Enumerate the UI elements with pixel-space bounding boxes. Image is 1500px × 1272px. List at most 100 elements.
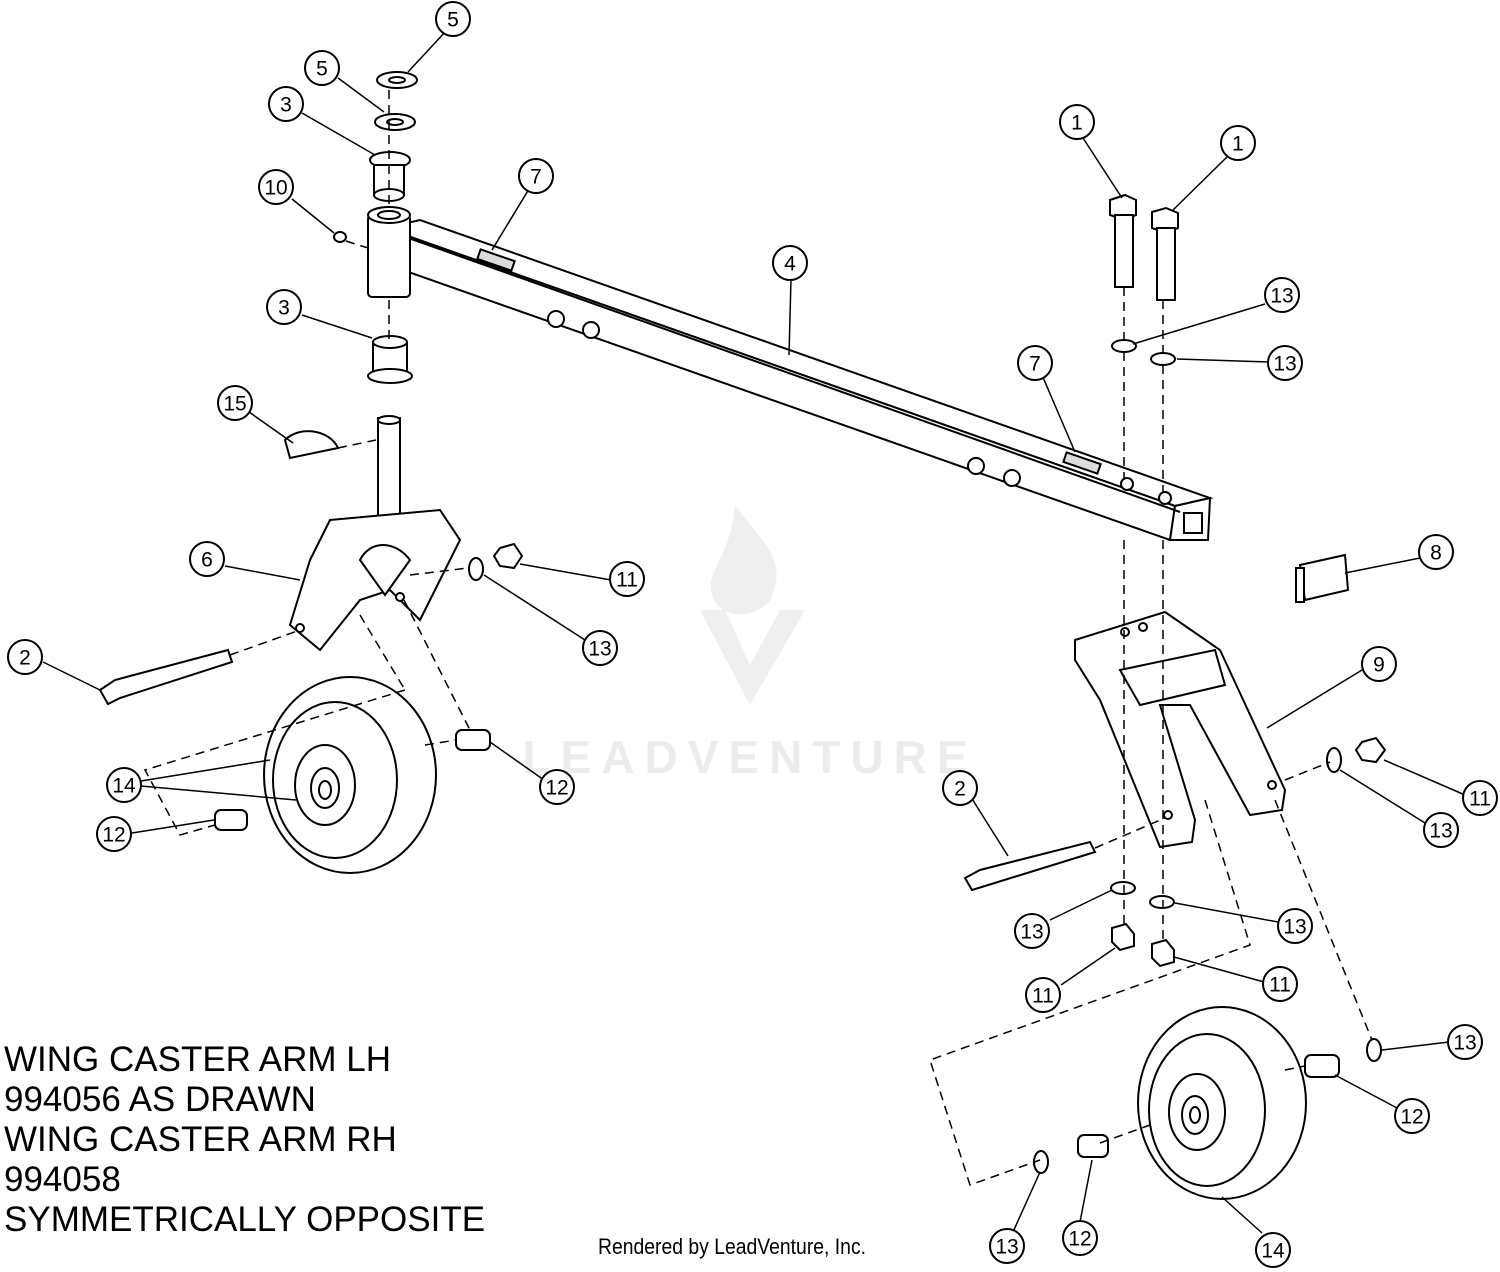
callout-circle [1361, 646, 1397, 682]
callout-circle [1267, 345, 1303, 381]
callout-circle [1220, 125, 1256, 161]
callout-circle [1418, 534, 1454, 570]
rh-caster-fork [1074, 610, 1287, 849]
callout-circle [1447, 1024, 1483, 1060]
callout-label: 9 [1373, 654, 1385, 677]
lh-spacer-left [214, 809, 248, 831]
callout-circle [96, 816, 132, 852]
caption-line: 994056 AS DRAWN [4, 1080, 316, 1119]
watermark-text: LEADVENTURE [522, 731, 978, 783]
callout-circle [1017, 345, 1053, 381]
leader-lines [42, 30, 1466, 1234]
vertical-bolts [1109, 193, 1179, 301]
callout-circle [1025, 977, 1061, 1013]
callout-label: 7 [1029, 353, 1041, 376]
pivot-sleeve [367, 206, 411, 298]
callout-label: 12 [1068, 1228, 1091, 1251]
lh-bolt [98, 648, 234, 706]
lh-nut-washer [468, 542, 524, 581]
callout-circle [1059, 104, 1095, 140]
callout-label: 11 [616, 569, 638, 592]
callout-label: 13 [1429, 820, 1452, 843]
hair-pin-clip [283, 430, 340, 460]
callout-circle [582, 630, 618, 666]
rh-wheel [1137, 1006, 1307, 1200]
callout-label: 13 [1270, 285, 1293, 308]
callout-circle [942, 770, 978, 806]
callout-circle [1462, 780, 1498, 816]
callout-circle [518, 158, 554, 194]
callout-label: 13 [995, 1236, 1018, 1259]
part-geometry [98, 71, 1387, 1200]
callout-label: 15 [223, 393, 246, 416]
caption-line: SYMMETRICALLY OPPOSITE [4, 1200, 486, 1239]
caption-block: WING CASTER ARM LH 994056 AS DRAWN WING … [4, 1040, 485, 1240]
callout-label: 14 [112, 775, 136, 798]
caption-line: WING CASTER ARM RH [4, 1120, 397, 1159]
callout-circle [7, 639, 43, 675]
callout-label: 11 [1469, 788, 1491, 811]
callout-circle [1264, 277, 1300, 313]
callout-label: 5 [447, 9, 459, 32]
callout-label: 13 [1453, 1032, 1476, 1055]
callout-circle [1262, 966, 1298, 1002]
callout-label: 12 [545, 777, 568, 800]
callout-circle [258, 169, 294, 205]
callout-label: 8 [1430, 542, 1442, 565]
callout-label: 2 [19, 647, 31, 670]
caption-line: 994058 [4, 1160, 121, 1199]
callout-label: 13 [1283, 916, 1306, 939]
callout-circle [1014, 913, 1050, 949]
callout-label: 3 [280, 94, 292, 117]
callout-label: 5 [316, 58, 328, 81]
callout-circle [1423, 812, 1459, 848]
callout-label: 10 [264, 177, 287, 200]
callout-circle [435, 1, 471, 37]
callout-label: 13 [1273, 353, 1296, 376]
callout-label: 13 [588, 638, 611, 661]
upper-stack [367, 71, 418, 384]
callout-circle [1062, 1220, 1098, 1256]
callout-circle [266, 289, 302, 325]
watermark-logo [700, 505, 805, 705]
rh-spacer-left [1077, 1134, 1109, 1158]
caption-line: WING CASTER ARM LH [4, 1040, 391, 1079]
callout-label: 11 [1032, 985, 1054, 1008]
callout-circle [1277, 908, 1313, 944]
callout-circle [268, 86, 304, 122]
callout-label: 1 [1232, 133, 1244, 156]
lh-spacer-right [455, 729, 491, 751]
assembly-lines [143, 90, 1373, 1186]
callout-circle [217, 385, 253, 421]
callout-circle [772, 245, 808, 281]
callout-circle [304, 50, 340, 86]
callout-label: 12 [1400, 1106, 1423, 1129]
callout-circle [989, 1228, 1025, 1264]
callout-label: 3 [278, 297, 290, 320]
callout-circle [1394, 1098, 1430, 1134]
callout-label: 6 [201, 549, 213, 572]
grease-fitting [333, 231, 347, 243]
callout-label: 7 [530, 166, 542, 189]
lh-caster-fork [288, 415, 462, 652]
callout-label: 2 [954, 778, 966, 801]
axle-tube [378, 218, 1214, 542]
callout-label: 11 [1269, 974, 1291, 997]
callout-label: 14 [1261, 1240, 1285, 1263]
rh-bolt [963, 840, 1097, 892]
callout-label: 12 [102, 824, 125, 847]
callout-circle [609, 561, 645, 597]
end-plug [1295, 553, 1350, 603]
callout-label: 4 [784, 253, 796, 276]
rh-spacer-right [1304, 1054, 1340, 1078]
lh-wheel [263, 676, 437, 874]
callout-label: 13 [1020, 921, 1043, 944]
footer-credit: Rendered by LeadVenture, Inc. [598, 1234, 867, 1259]
callout-label: 1 [1071, 112, 1083, 135]
callout-circle [189, 541, 225, 577]
callout-circle [539, 769, 575, 805]
callout-circle [106, 767, 142, 803]
